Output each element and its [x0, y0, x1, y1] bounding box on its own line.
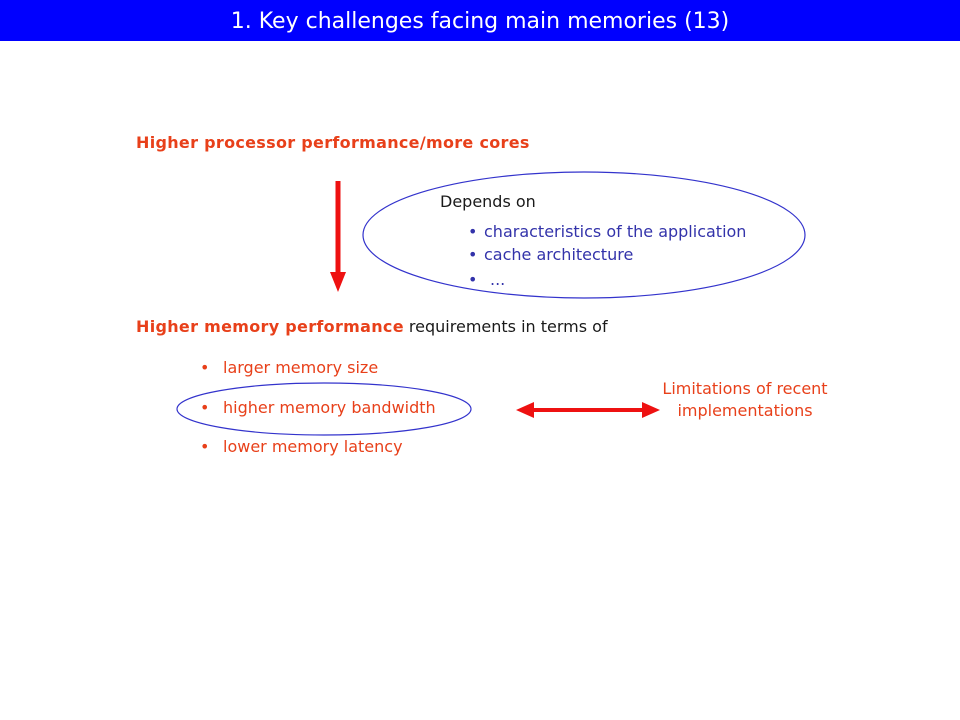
depends-item-text: cache architecture [484, 245, 634, 264]
depends-item: • cache architecture [468, 245, 633, 265]
requirement-text: lower memory latency [223, 437, 403, 456]
bandwidth-ellipse [176, 382, 472, 436]
depends-item: • characteristics of the application [468, 222, 746, 242]
title-bar: 1. Key challenges facing main memories (… [0, 0, 960, 41]
requirement-item: • larger memory size [200, 358, 378, 378]
requirement-item: • lower memory latency [200, 437, 403, 457]
bullet-icon: • [468, 245, 478, 264]
slide-title: 1. Key challenges facing main memories (… [230, 9, 730, 34]
depends-item-text: characteristics of the application [484, 222, 747, 241]
down-arrow-icon [330, 181, 346, 292]
bullet-icon: • [468, 222, 478, 241]
bullet-icon: • [200, 398, 210, 417]
double-arrow-icon [516, 402, 660, 418]
memory-heading: Higher memory performance requirements i… [136, 317, 608, 337]
memory-heading-bold: Higher memory performance [136, 317, 404, 336]
memory-heading-rest: requirements in terms of [403, 317, 608, 336]
processor-heading: Higher processor performance/more cores [136, 133, 530, 152]
requirement-text: higher memory bandwidth [223, 398, 436, 417]
depends-on-label: Depends on [440, 192, 536, 211]
requirement-text: larger memory size [223, 358, 379, 377]
bullet-icon: • [200, 437, 210, 456]
depends-item-text: ... [490, 270, 506, 289]
bullet-icon: • [200, 358, 210, 377]
depends-item: •... [468, 270, 505, 290]
limitations-label: Limitations of recent implementations [662, 379, 828, 420]
bullet-icon: • [468, 270, 478, 289]
requirement-item: • higher memory bandwidth [200, 398, 436, 418]
depends-on-ellipse [362, 171, 806, 299]
